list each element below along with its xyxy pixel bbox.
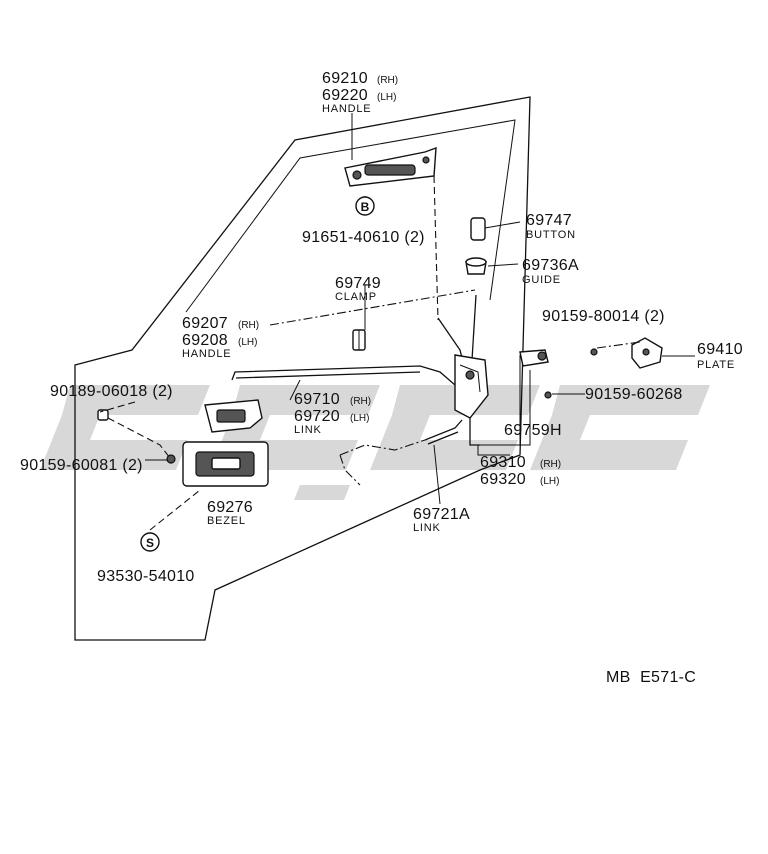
plate-69410 xyxy=(631,337,663,369)
fastener-06018 xyxy=(97,409,109,421)
part-side: (LH) xyxy=(350,413,369,424)
part-label: BUTTON xyxy=(526,229,576,241)
part-number: 69749 xyxy=(335,275,381,292)
inside-bezel xyxy=(182,441,269,487)
part-number: 90189-06018 (2) xyxy=(50,383,173,400)
part-side: (RH) xyxy=(238,320,259,331)
lower-link-rod xyxy=(339,419,463,486)
part-label: GUIDE xyxy=(522,274,561,286)
part-number: 69410 xyxy=(697,341,743,358)
part-label: PLATE xyxy=(697,359,735,371)
diagram-code: MB E571-C xyxy=(606,669,696,686)
badge-s-letter: S xyxy=(146,536,154,550)
inside-link-rod xyxy=(231,365,456,386)
outside-handle xyxy=(344,146,437,187)
part-number: 69310 xyxy=(480,454,526,471)
part-number: 90159-80014 (2) xyxy=(542,308,665,325)
part-number: 69720 xyxy=(294,408,340,425)
badge-b-letter: B xyxy=(361,200,370,214)
part-number: 69736A xyxy=(522,257,579,274)
part-label: LINK xyxy=(294,424,322,436)
part-number: 69710 xyxy=(294,391,340,408)
badge-b: B xyxy=(355,196,375,216)
part-number: 69721A xyxy=(413,506,470,523)
lock-mechanism xyxy=(433,175,489,446)
part-number: 69759H xyxy=(504,422,562,439)
part-label: BEZEL xyxy=(207,515,246,527)
part-number: 90159-60268 xyxy=(585,386,683,403)
inside-handle xyxy=(204,399,263,433)
part-number: 69207 xyxy=(182,315,228,332)
part-side: (LH) xyxy=(540,476,559,487)
part-side: (RH) xyxy=(540,459,561,470)
part-side: (RH) xyxy=(377,75,398,86)
door-panel-outline xyxy=(74,96,531,641)
lock-guide xyxy=(465,257,487,275)
part-number: 69210 xyxy=(322,70,368,87)
part-number: 69276 xyxy=(207,499,253,516)
part-side: (LH) xyxy=(377,92,396,103)
rod-69759h xyxy=(519,349,549,367)
part-number: 69747 xyxy=(526,212,572,229)
part-number: 90159-60081 (2) xyxy=(20,457,143,474)
fastener-80014 xyxy=(590,348,598,356)
part-number: 69320 xyxy=(480,471,526,488)
part-number: 69208 xyxy=(182,332,228,349)
badge-s: S xyxy=(140,532,160,552)
part-label: HANDLE xyxy=(322,103,371,115)
lock-button xyxy=(470,217,486,241)
part-label: LINK xyxy=(413,522,441,534)
fastener-60081 xyxy=(166,454,176,464)
part-label: HANDLE xyxy=(182,348,231,360)
part-side: (RH) xyxy=(350,396,371,407)
part-number: 91651-40610 (2) xyxy=(302,229,425,246)
fastener-60268 xyxy=(544,391,552,399)
clamp-part xyxy=(352,329,366,351)
part-number: 69220 xyxy=(322,87,368,104)
part-label: CLAMP xyxy=(335,291,377,303)
part-number: 93530-54010 xyxy=(97,568,195,585)
part-side: (LH) xyxy=(238,337,257,348)
